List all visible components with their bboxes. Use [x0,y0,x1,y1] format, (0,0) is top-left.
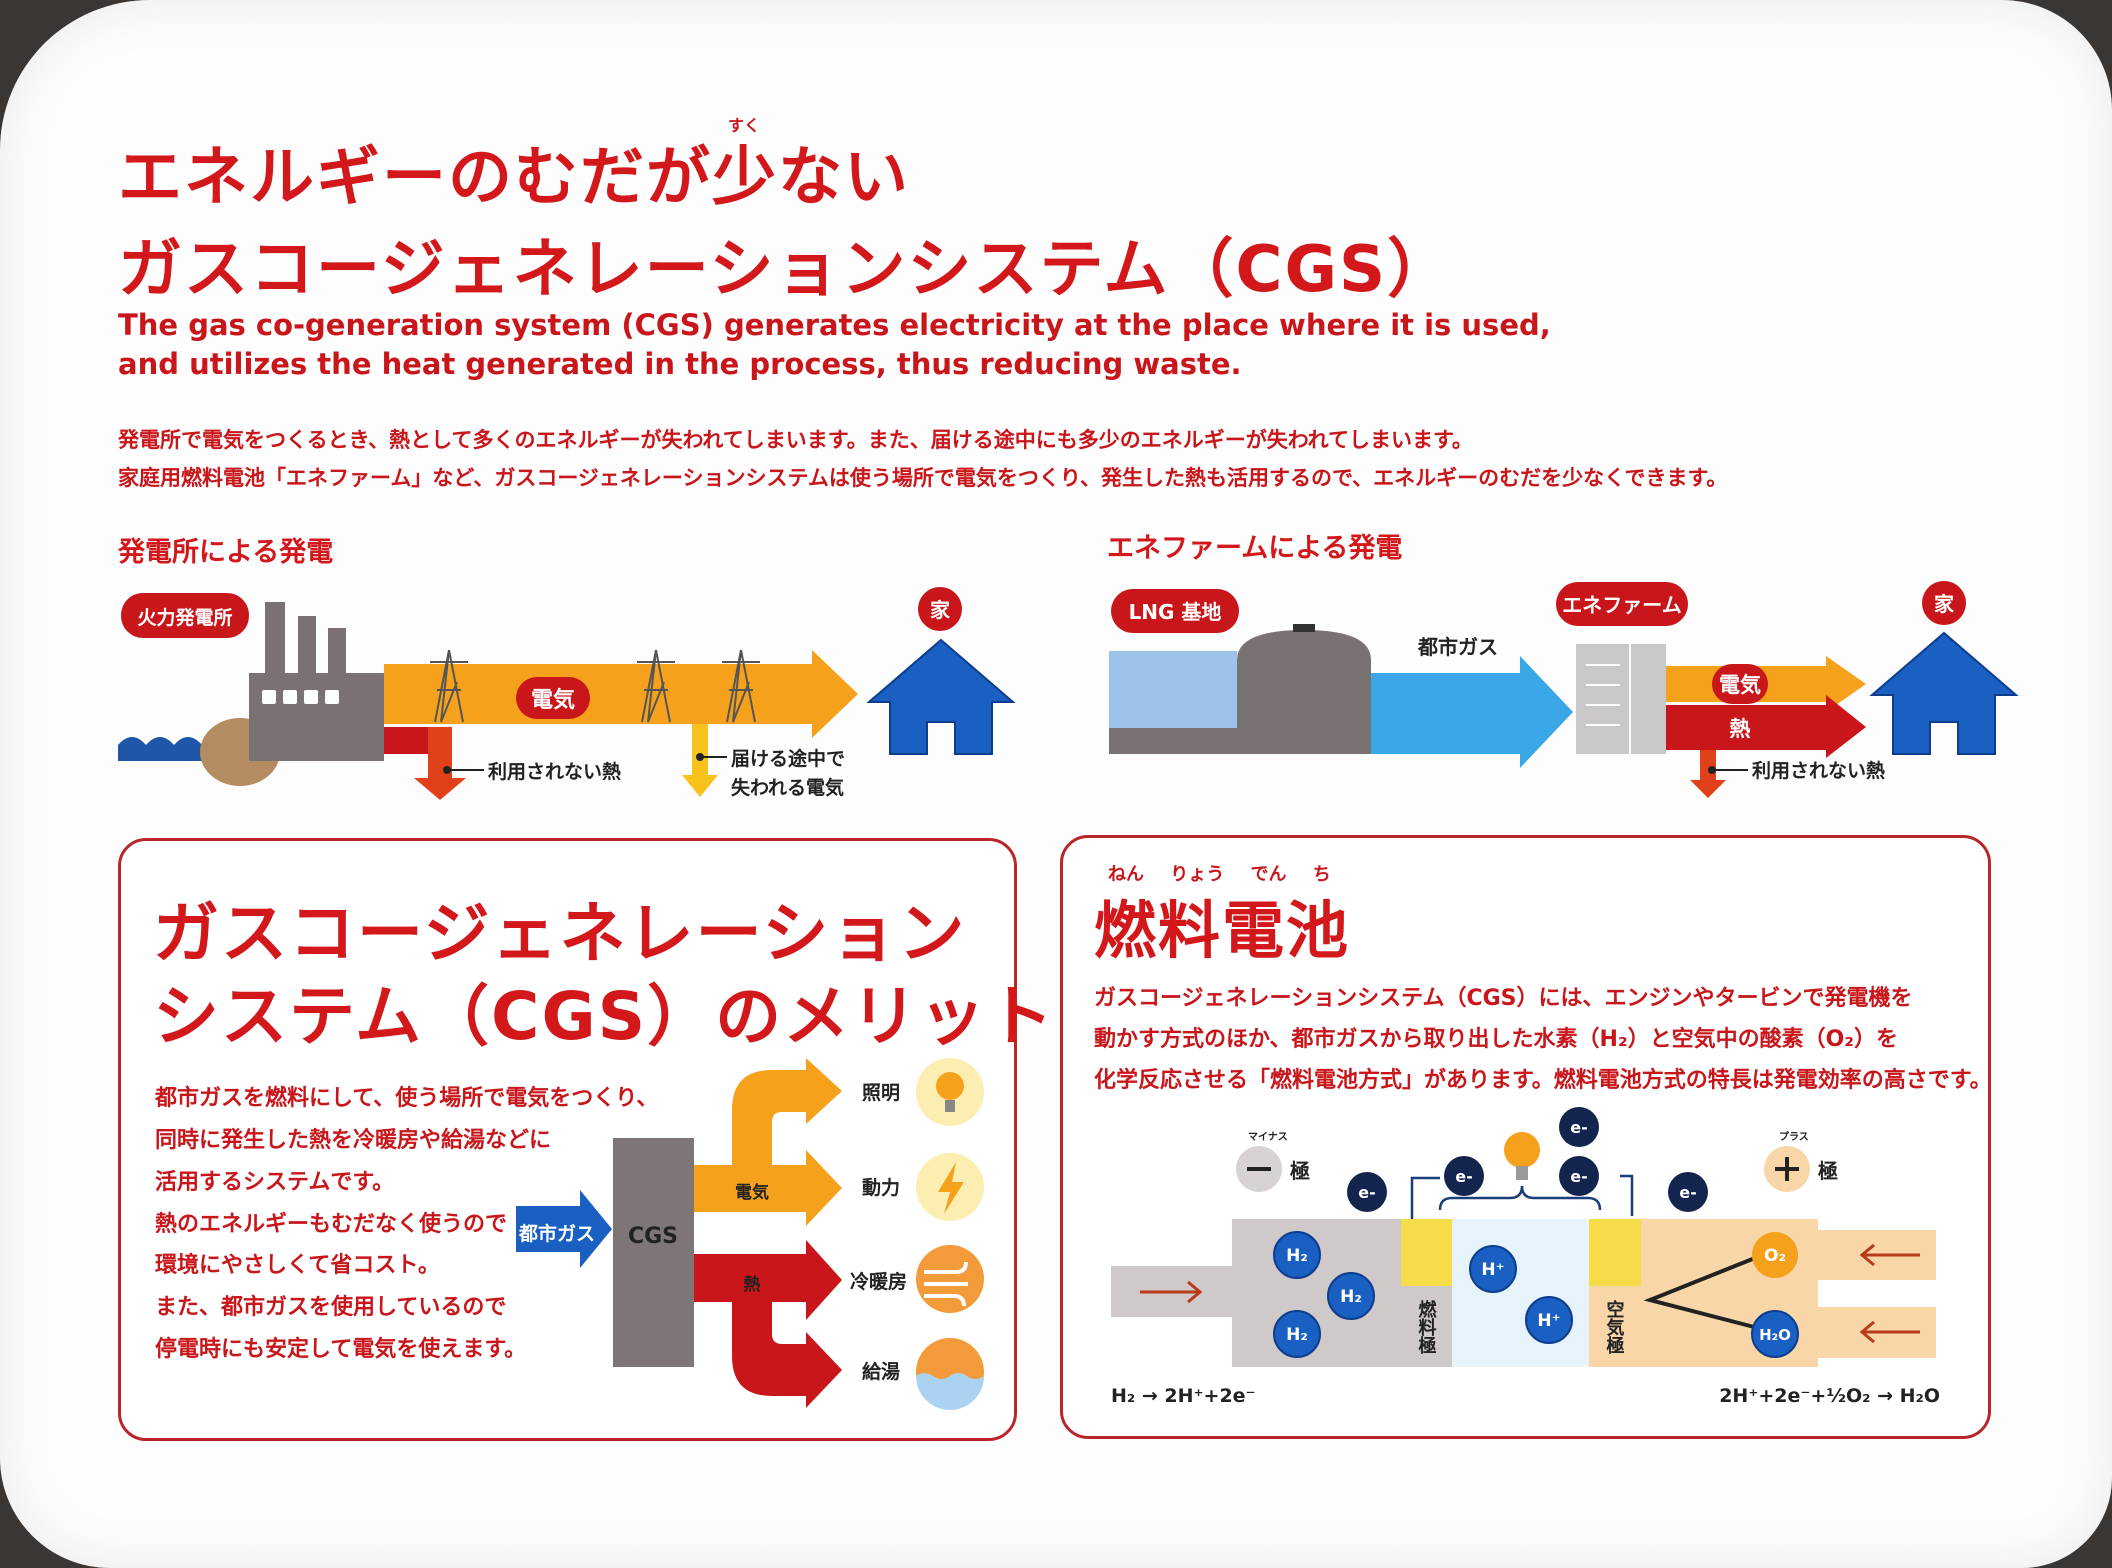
fuel-cell-line: ガスコージェネレーションシステム（CGS）には、エンジンやタービンで発電機を [1094,986,1913,1011]
cgs-box [613,1138,694,1367]
enefarm-electricity-badge: 電気 [1719,673,1761,697]
cgs-box-label: CGS [628,1224,678,1249]
h2-molecule: H₂ [1286,1246,1308,1266]
air-inflow-arrows [1859,1243,1920,1344]
lng-badge: LNG 基地 [1129,600,1222,624]
electron: e- [1570,1167,1588,1186]
electron: e- [1570,1118,1588,1137]
h2-molecule: H₂ [1286,1325,1308,1345]
factory-icon [249,602,384,761]
plus-label: 極 [1817,1159,1838,1183]
power-plant-diagram: 電気 火力発電所 利用されない熱 届ける途中で 失われる電気 家 都市ガス LN… [118,581,2019,800]
lost-label-2: 失われる電気 [731,776,844,799]
use-label-power: 動力 [862,1176,900,1199]
home-badge: 家 [930,598,951,622]
city-gas-input-arrow [516,1190,612,1268]
h-ion: H⁺ [1481,1260,1504,1280]
use-label-lighting: 照明 [862,1082,900,1104]
merit-heading-2: システム（CGS）のメリット [153,978,1056,1055]
intro-line1: 発電所で電気をつくるとき、熱として多くのエネルギーが失われてしまいます。また、届… [118,428,1473,452]
water-shape [118,737,202,761]
air-electrode-label: 空気極 [1604,1299,1625,1355]
light-bulb-icon [1504,1132,1540,1180]
fuel-cell-line: 化学反応させる「燃料電池方式」があります。燃料電池方式の特長は発電効率の高さです… [1094,1068,1992,1093]
enefarm-heat-arrow [1666,695,1866,758]
fuel-electrode [1401,1219,1452,1286]
lightbulb-icon [916,1058,984,1126]
plus-ruby: プラス [1779,1130,1809,1143]
hydrogen-inflow-arrow [1140,1280,1203,1304]
city-gas-label: 都市ガス [1417,635,1498,659]
enefarm-heat-badge: 熱 [1730,717,1751,741]
electrolyte [1452,1219,1589,1367]
house-icon [866,638,1016,755]
use-label-air-conditioning: 冷暖房 [850,1270,907,1293]
h2-molecule: H₂ [1340,1287,1362,1307]
use-label-hot-water: 給湯 [862,1360,900,1383]
electron: e- [1679,1183,1697,1202]
merit-line: 熱のエネルギーもむだなく使うので [155,1212,508,1237]
enefarm-badge: エネファーム [1562,593,1681,617]
city-gas-input-label: 都市ガス [518,1222,595,1245]
lost-label-1: 届ける途中で [731,747,845,770]
merit-line: 同時に発生した熱を冷暖房や給湯などに [155,1128,552,1153]
intro-line2: 家庭用燃料電池「エネファーム」など、ガスコージェネレーションシステムは使う場所で… [118,466,1728,490]
title-line1: エネルギーのむだが少ない [118,141,910,215]
merit-line: また、都市ガスを使用しているので [155,1295,507,1320]
merit-line: 環境にやさしくて省コスト。 [155,1253,440,1278]
fuel-cell-ruby: ねん りょう でん ち [1108,864,1331,885]
title-ruby: すく [728,116,761,135]
electricity-badge: 電気 [531,687,575,713]
lightning-icon [916,1153,984,1221]
enefarm-unit-icon [1576,644,1666,754]
heat-branch-arrow [694,1240,842,1408]
merit-heading-1: ガスコージェネレーション [153,895,967,972]
merit-line: 活用するシステムです。 [155,1170,395,1195]
plus-electrode-icon [1764,1146,1810,1192]
enefarm-house-icon [1869,631,2019,755]
minus-label: 極 [1289,1159,1310,1183]
fuel-cell-heading: 燃料電池 [1094,894,1351,967]
electron: e- [1455,1167,1473,1186]
english-line2: and utilizes the heat generated in the p… [118,347,1242,381]
unused-heat-arrow [414,727,466,800]
cgs-merit-panel [118,838,1017,1441]
electron: e- [1358,1183,1376,1202]
minus-ruby: マイナス [1248,1131,1288,1143]
power-plant-heading: 発電所による発電 [118,537,334,568]
lng-tank-icon [1237,630,1371,754]
city-gas-arrow [1371,656,1573,768]
enefarm-home-badge: 家 [1934,592,1955,616]
h-ion: H⁺ [1537,1311,1560,1331]
enefarm-unused-heat-label: 利用されない熱 [1752,759,1885,782]
fuel-cell-line: 動かす方式のほか、都市ガスから取り出した水素（H₂）と空気中の酸素（O₂）を [1094,1027,1898,1052]
branch-electricity-label: 電気 [735,1182,769,1203]
minus-electrode-icon [1236,1146,1282,1192]
english-line1: The gas co-generation system (CGS) gener… [118,308,1551,342]
wind-icon [916,1245,984,1313]
title-line2: ガスコージェネレーションシステム（CGS） [118,233,1454,307]
anode-equation: H₂ → 2H⁺+2e⁻ [1111,1385,1256,1407]
electricity-branch-arrow [694,1058,842,1226]
cathode-equation: 2H⁺+2e⁻+½O₂ → H₂O [1719,1385,1940,1407]
hot-water-icon [916,1338,984,1410]
air-electrode [1589,1219,1641,1286]
branch-heat-label: 熱 [744,1274,761,1295]
o2-molecule: O₂ [1764,1246,1786,1266]
fuel-electrode-label: 燃料極 [1416,1299,1437,1355]
h2o-molecule: H₂O [1759,1326,1791,1344]
enefarm-heading: エネファームによる発電 [1107,533,1403,564]
merit-line: 停電時にも安定して電気を使えます。 [155,1337,527,1362]
thermal-plant-badge: 火力発電所 [137,606,232,629]
unused-heat-label: 利用されない熱 [488,760,621,783]
transmission-tower-icons [430,649,760,723]
merit-line: 都市ガスを燃料にして、使う場所で電気をつくり、 [155,1086,659,1111]
